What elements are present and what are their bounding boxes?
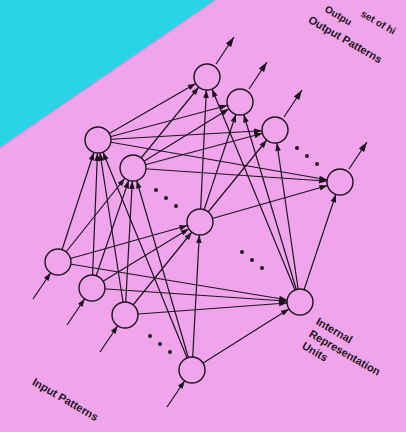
illustration-part [174, 204, 178, 208]
illustration-part [133, 102, 240, 168]
illustration-part [79, 275, 105, 301]
illustration-part [133, 77, 207, 168]
illustration-part [98, 102, 240, 140]
illustration-part [187, 209, 213, 235]
illustration-part [250, 258, 254, 262]
illustration-part [125, 168, 133, 315]
illustration-part [207, 77, 300, 302]
illustration-part [92, 222, 200, 288]
layer-label: Internal Representation Units [300, 315, 397, 395]
illustration-part [164, 196, 168, 200]
illustration-part [262, 117, 288, 143]
illustration-part [240, 250, 244, 254]
illustration-part [200, 130, 275, 222]
ellipsis-dots [148, 146, 319, 354]
illustration-part [98, 140, 192, 370]
illustration-part [120, 155, 146, 181]
illustration-part [192, 222, 200, 370]
connection-lines [33, 77, 340, 407]
illustration-part [200, 102, 240, 222]
illustration-part [260, 266, 264, 270]
illustration-part [200, 77, 207, 222]
illustration-part [148, 334, 152, 338]
illustration-part [295, 146, 299, 150]
illustration-part [58, 262, 300, 302]
illustration-part [98, 77, 207, 140]
illustration-part [240, 102, 300, 302]
illustration-part [194, 64, 220, 90]
illustration-part [275, 130, 300, 302]
illustration-part [85, 127, 111, 153]
illustration-part [315, 162, 319, 166]
illustration-part [158, 342, 162, 346]
illustration-part [154, 188, 158, 192]
illustration-part [327, 169, 353, 195]
illustration-part [112, 302, 138, 328]
illustration-part [58, 140, 98, 262]
illustration-part [227, 89, 253, 115]
illustration-part [168, 350, 172, 354]
illustration-part [192, 302, 300, 370]
illustration-part [98, 140, 340, 182]
illustration-part [305, 154, 309, 158]
background-corner [0, 0, 216, 148]
illustration-part [133, 168, 340, 182]
illustration-part [216, 37, 234, 64]
illustration-part [284, 90, 302, 117]
illustration-part [349, 142, 367, 169]
illustration-part [300, 182, 340, 302]
layer-label: Input Patterns [30, 376, 101, 425]
cut-heading: set of hi [358, 8, 397, 38]
output-arrows [216, 37, 367, 169]
illustration-part [249, 62, 267, 89]
illustration-part [179, 357, 205, 383]
illustration-part [287, 289, 313, 315]
illustration-part [133, 168, 192, 370]
unit-circles [45, 64, 353, 383]
illustration-part [45, 249, 71, 275]
illustration-part [125, 302, 300, 315]
illustration-part [92, 140, 98, 288]
paper-edge [0, 0, 216, 148]
